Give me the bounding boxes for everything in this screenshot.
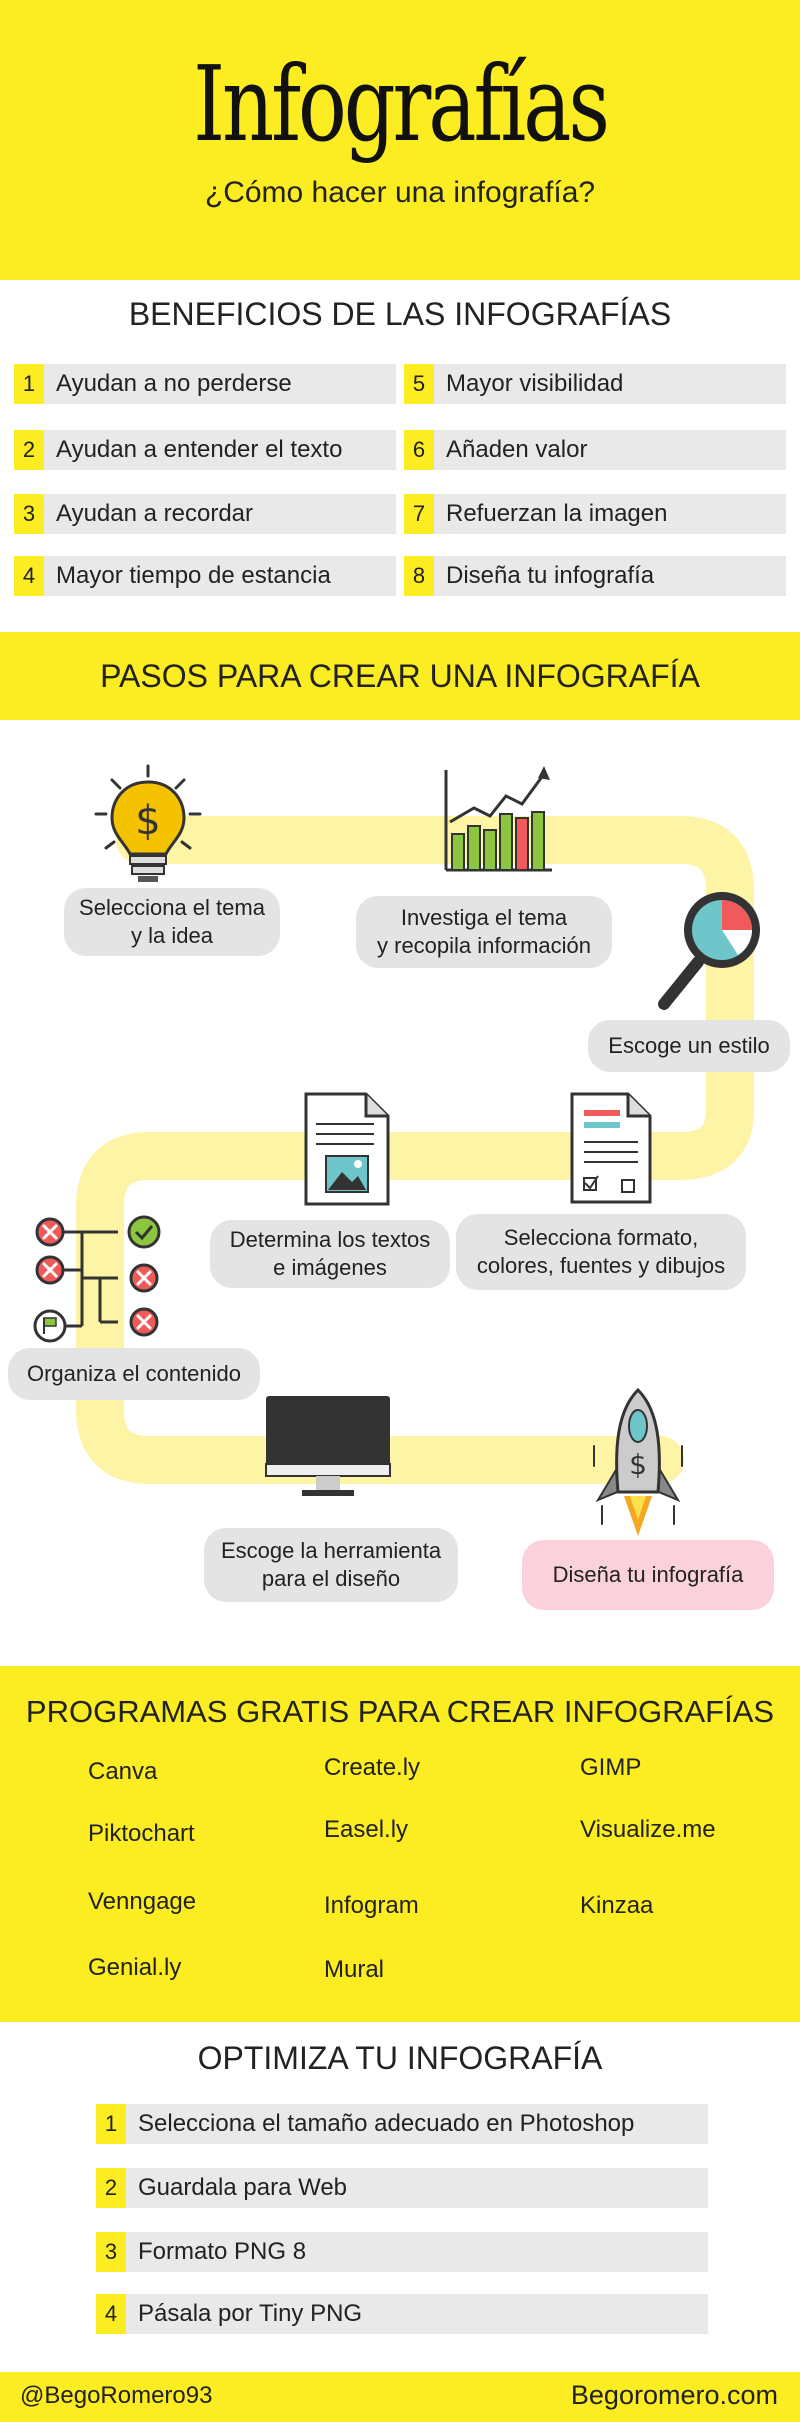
benefit-label: Ayudan a no perderse xyxy=(56,370,292,397)
optimize-label: Formato PNG 8 xyxy=(138,2238,307,2265)
svg-text:$: $ xyxy=(135,798,160,844)
svg-text:$: $ xyxy=(629,1448,647,1481)
program-piktochart: Piktochart xyxy=(88,1820,195,1847)
benefit-item: 1 Ayudan a no perderse xyxy=(14,364,396,404)
program-visualizeme: Visualize.me xyxy=(580,1816,716,1843)
step-5-text: Determina los textos e imágenes xyxy=(229,1227,431,1280)
benefit-label: Diseña tu infografía xyxy=(446,562,655,589)
benefit-label: Añaden valor xyxy=(446,436,588,463)
flowchart-icon xyxy=(33,1215,161,1343)
rocket-icon: $ xyxy=(593,1387,683,1536)
optimize-label: Guardala para Web xyxy=(138,2174,348,2201)
lightbulb-dollar-icon: $ xyxy=(94,764,202,882)
benefit-label: Refuerzan la imagen xyxy=(446,500,668,527)
step-3-label: Escoge un estilo xyxy=(588,1020,790,1072)
step-2-text: Investiga el tema y recopila información xyxy=(377,905,591,958)
footer-handle[interactable]: @BegoRomero93 xyxy=(20,2382,213,2409)
optimize-number: 1 xyxy=(96,2104,126,2144)
programs-section: PROGRAMAS GRATIS PARA CREAR INFOGRAFÍAS … xyxy=(0,1666,800,2022)
benefit-label: Mayor visibilidad xyxy=(446,370,624,397)
steps-flow-path xyxy=(76,816,754,1484)
optimize-item: 1 Selecciona el tamaño adecuado en Photo… xyxy=(96,2104,708,2144)
benefit-number: 2 xyxy=(14,430,44,470)
magnifier-icon xyxy=(658,892,760,1010)
program-canva: Canva xyxy=(88,1758,158,1785)
step-6-text: Organiza el contenido xyxy=(26,1361,242,1386)
page-subtitle: ¿Cómo hacer una infografía? xyxy=(204,176,596,209)
optimize-label: Pásala por Tiny PNG xyxy=(138,2300,363,2327)
benefit-item: 4 Mayor tiempo de estancia xyxy=(14,556,396,596)
benefit-number: 8 xyxy=(404,556,434,596)
footer-bar: @BegoRomero93 Begoromero.com xyxy=(0,2372,800,2422)
benefit-number: 7 xyxy=(404,494,434,534)
program-easelly: Easel.ly xyxy=(324,1816,409,1843)
step-1-label: Selecciona el tema y la idea xyxy=(64,888,280,956)
step-7-label: Escoge la herramienta para el diseño xyxy=(204,1528,458,1602)
optimize-item: 2 Guardala para Web xyxy=(96,2168,708,2208)
program-creately: Create.ly xyxy=(324,1754,421,1781)
step-6-label: Organiza el contenido xyxy=(8,1348,260,1400)
benefit-item: 7 Refuerzan la imagen xyxy=(404,494,786,534)
benefit-item: 8 Diseña tu infografía xyxy=(404,556,786,596)
step-3-text: Escoge un estilo xyxy=(608,1033,770,1058)
benefit-item: 6 Añaden valor xyxy=(404,430,786,470)
program-kinzaa: Kinzaa xyxy=(580,1892,654,1919)
step-8-text: Diseña tu infografía xyxy=(552,1562,744,1587)
benefit-label: Mayor tiempo de estancia xyxy=(56,562,331,589)
benefit-label: Ayudan a recordar xyxy=(56,500,254,527)
benefit-label: Ayudan a entender el texto xyxy=(56,436,343,463)
benefit-number: 6 xyxy=(404,430,434,470)
benefit-number: 1 xyxy=(14,364,44,404)
benefit-item: 3 Ayudan a recordar xyxy=(14,494,396,534)
optimize-number: 3 xyxy=(96,2232,126,2272)
optimize-item: 4 Pásala por Tiny PNG xyxy=(96,2294,708,2334)
document-image-icon xyxy=(304,1092,390,1206)
monitor-icon xyxy=(265,1396,391,1496)
benefit-number: 5 xyxy=(404,364,434,404)
optimize-item: 3 Formato PNG 8 xyxy=(96,2232,708,2272)
step-8-label: Diseña tu infografía xyxy=(522,1540,774,1610)
program-infogram: Infogram xyxy=(324,1892,419,1919)
program-mural: Mural xyxy=(324,1956,385,1983)
step-4-text: Selecciona formato, colores, fuentes y d… xyxy=(476,1225,726,1278)
benefit-number: 4 xyxy=(14,556,44,596)
optimize-number: 2 xyxy=(96,2168,126,2208)
program-gimp: GIMP xyxy=(580,1754,642,1781)
steps-heading: PASOS PARA CREAR UNA INFOGRAFÍA xyxy=(100,658,700,694)
header-banner: Infografías ¿Cómo hacer una infografía? xyxy=(0,0,800,280)
bar-chart-icon xyxy=(444,766,552,872)
checklist-document-icon xyxy=(570,1092,652,1204)
footer-site-link[interactable]: Begoromero.com xyxy=(570,2380,778,2410)
step-4-label: Selecciona formato, colores, fuentes y d… xyxy=(456,1214,746,1290)
step-7-text: Escoge la herramienta para el diseño xyxy=(220,1538,442,1591)
page-title: Infografías xyxy=(193,43,610,165)
step-2-label: Investiga el tema y recopila información xyxy=(356,896,612,968)
step-1-text: Selecciona el tema y la idea xyxy=(79,895,265,948)
benefit-item: 2 Ayudan a entender el texto xyxy=(14,430,396,470)
program-genially: Genial.ly xyxy=(88,1954,182,1981)
optimize-heading: OPTIMIZA TU INFOGRAFÍA xyxy=(197,2040,603,2076)
optimize-number: 4 xyxy=(96,2294,126,2334)
benefits-heading: BENEFICIOS DE LAS INFOGRAFÍAS xyxy=(128,296,672,332)
program-venngage: Venngage xyxy=(88,1888,197,1915)
steps-banner: PASOS PARA CREAR UNA INFOGRAFÍA xyxy=(0,632,800,720)
step-5-label: Determina los textos e imágenes xyxy=(210,1220,450,1288)
benefit-item: 5 Mayor visibilidad xyxy=(404,364,786,404)
programs-heading: PROGRAMAS GRATIS PARA CREAR INFOGRAFÍAS xyxy=(25,1694,775,1729)
benefit-number: 3 xyxy=(14,494,44,534)
optimize-label: Selecciona el tamaño adecuado en Photosh… xyxy=(138,2110,635,2137)
